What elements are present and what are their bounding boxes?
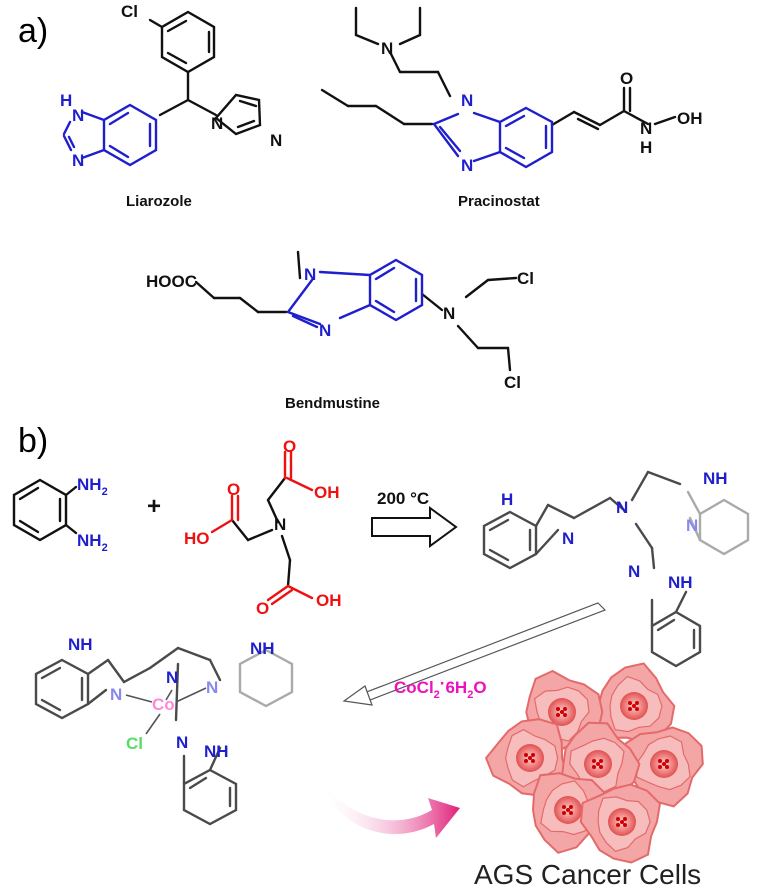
complexation-arrow [342,602,607,706]
atom-h-hydroxamate: H [640,138,652,157]
cobalt-complex-structure [34,646,294,826]
cancer-cell [484,718,568,797]
atom-ho-nta: HO [184,529,210,548]
atom-n3-liarozole: N [211,114,223,133]
atom-nh2-2: NH2 [77,531,108,554]
atom-oh1-nta: OH [314,483,340,502]
atom-hooc-bendamustine: HOOC [146,272,197,291]
liarozole-structure [62,10,262,167]
atom-n2-bendamustine: N [319,321,331,340]
atom-n-mustard: N [443,304,455,323]
ntb-ligand-structure [482,470,750,668]
bendamustine-structure [194,250,518,372]
atom-cl-liarozole: Cl [121,2,138,21]
cancer-cell [579,783,662,864]
atom-n-complex-center: N [166,668,178,687]
pracinostat-structure [320,6,677,169]
atom-n-ntb-4: N [628,562,640,581]
atom-n-amine-pracinostat: N [381,39,393,58]
plus-sign: + [147,493,161,520]
atom-nh-ntb-3: NH [668,573,693,592]
cancer-cell [622,726,704,808]
atom-cl1-bendamustine: Cl [517,269,534,288]
coordination-bonds [125,687,207,735]
atom-n-ntb-2: N [562,529,574,548]
atom-oh-pracinostat: OH [677,109,703,128]
reaction-condition: 200 °C [377,489,429,508]
reaction-arrow: 200 °C [371,489,458,548]
atom-n-complex-2: N [206,678,218,697]
atom-n1-pracinostat: N [461,91,473,110]
atom-n-nta: N [274,515,286,534]
cobalt-chloride-label: CoCl2·6H2O [394,674,487,701]
atom-n-complex-1: N [110,685,122,704]
cancer-cell [593,662,676,743]
atom-n-ntb-3: N [686,516,698,535]
atom-o3-nta: O [256,599,269,618]
o-phenylenediamine-structure [12,478,78,542]
atom-o-pracinostat: O [620,69,633,88]
nta-structure [210,450,314,606]
panel-a-label: a) [18,12,48,50]
atom-co-complex: Co [152,695,175,714]
atom-n4-liarozole: N [270,131,282,150]
atom-cl2-bendamustine: Cl [504,373,521,392]
atom-h-ntb-1: H [501,490,513,509]
treatment-arrow [318,776,460,838]
atom-n-hydroxamate: N [640,119,652,138]
atom-oh2-nta: OH [316,591,342,610]
atom-o2-nta: O [227,480,240,499]
atom-n-ntb-center: N [616,498,628,517]
atom-n-complex-3: N [176,733,188,752]
atom-nh-ntb-2: NH [703,469,728,488]
atom-nh-complex-1: NH [68,635,93,654]
bendamustine-label: Bendmustine [285,395,380,412]
atom-n1-liarozole: N [72,106,84,125]
atom-cl-complex: Cl [126,734,143,753]
ags-cancer-cells [484,662,704,864]
atom-n1-bendamustine: N [304,265,316,284]
ags-cancer-cells-label: AGS Cancer Cells [474,859,701,890]
pracinostat-label: Pracinostat [458,193,540,210]
atom-n2-liarozole: N [72,151,84,170]
atom-o1-nta: O [283,437,296,456]
liarozole-label: Liarozole [126,193,192,210]
atom-nh-complex-2: NH [250,639,275,658]
panel-b-label: b) [18,422,48,460]
atom-nh-complex-3: NH [204,742,229,761]
atom-n2-pracinostat: N [461,156,473,175]
atom-h-liarozole: H [60,91,72,110]
atom-nh2-1: NH2 [77,475,108,498]
